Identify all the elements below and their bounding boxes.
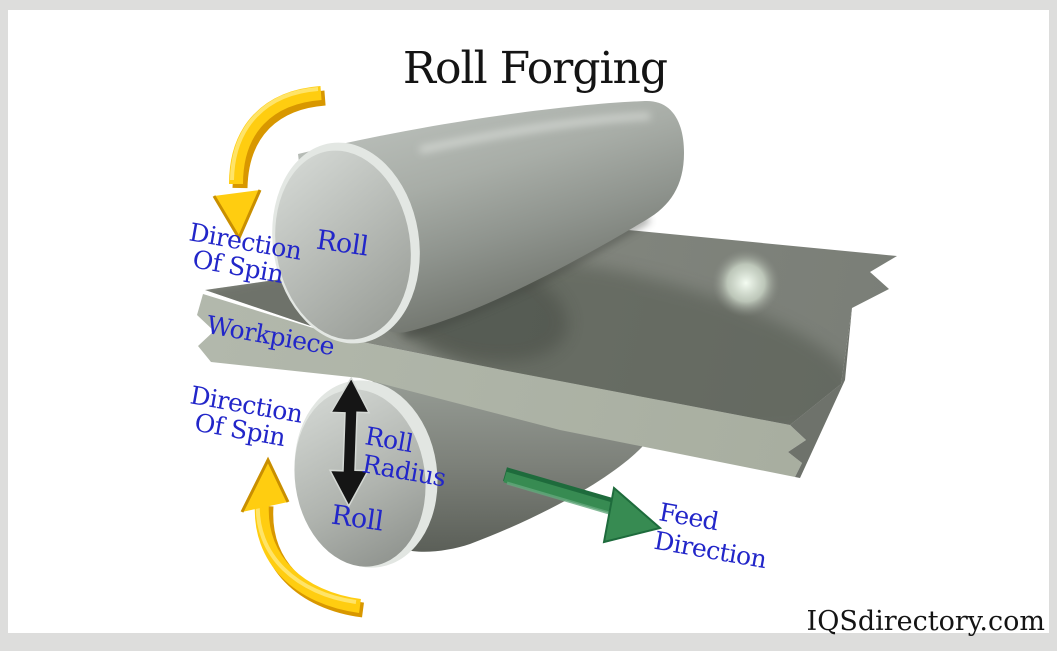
label-roll-top: Roll (314, 225, 370, 263)
top-roll-face (275, 150, 411, 340)
spin-arrow-top-head (214, 190, 260, 238)
spin-arrow-bottom (240, 456, 365, 618)
feed-arrow-light (506, 481, 617, 517)
spin-arrow-bottom-highlight (255, 499, 357, 604)
label-roll-bottom: Roll (329, 500, 385, 538)
spin-arrow-bottom-head (242, 460, 288, 512)
highlight-glow (712, 249, 780, 317)
roll-radius-arrow (328, 376, 371, 508)
feed-arrow-head (602, 486, 663, 544)
top-roll (272, 100, 684, 344)
spin-arrow-top-head-edge (212, 189, 262, 242)
spin-arrow-top-body (229, 86, 322, 185)
feed-arrow-body (503, 471, 624, 517)
top-roll-highlight (419, 112, 651, 154)
feed-arrow (503, 467, 663, 544)
watermark-text: IQSdirectory.com (807, 606, 1045, 637)
spin-arrow-top (212, 86, 326, 242)
spin-arrow-top-highlight (230, 87, 319, 181)
figure-title: Roll Forging (403, 43, 667, 94)
spin-arrow-bottom-head-edge (240, 456, 290, 513)
plate-right-side (788, 308, 852, 478)
